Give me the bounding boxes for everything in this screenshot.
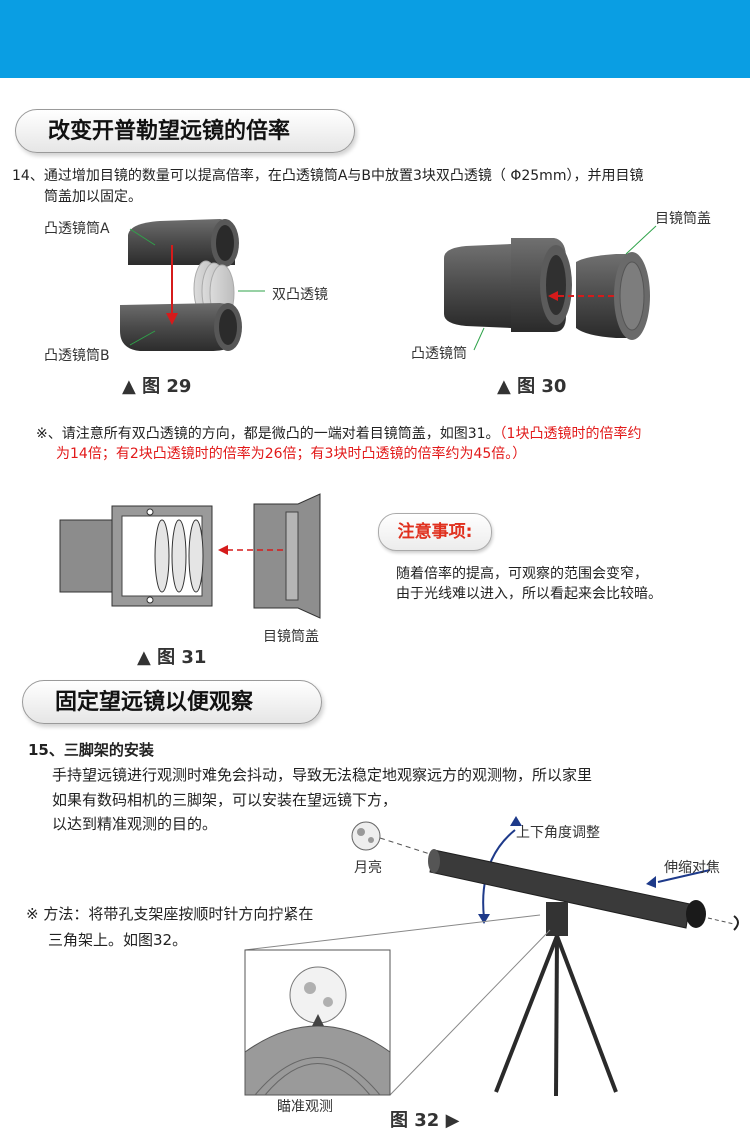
- note-line2: 为14倍；有2块凸透镜时的倍率为26倍；有3块时凸透镜的倍率约为45倍。）: [56, 446, 527, 462]
- label-tilt-adjust: 上下角度调整: [516, 825, 600, 841]
- step-14-line2: 筒盖加以固定。: [44, 189, 142, 205]
- step-15-para-line2: 如果有数码相机的三脚架，可以安装在望远镜下方，: [52, 791, 398, 809]
- note-line1: ※、请注意所有双凸透镜的方向，都是微凸的一端对着目镜筒盖，如图31。（1块凸透镜…: [36, 424, 641, 445]
- label-convex-tube: 凸透镜筒: [411, 346, 467, 362]
- step-15-title: 15、三脚架的安装: [28, 741, 154, 759]
- caption-fig-32: 图 32 ▶: [390, 1110, 460, 1131]
- figure-29-drawing: [120, 219, 265, 351]
- note-line1-red: （1块凸透镜时的倍率约: [499, 426, 642, 442]
- caution-line2: 由于光线难以进入，所以看起来会比较暗。: [396, 586, 662, 602]
- note-line1-black: ※、请注意所有双凸透镜的方向，都是微凸的一端对着目镜筒盖，如图31。: [36, 426, 500, 442]
- step-14-line1: 14、通过增加目镜的数量可以提高倍率，在凸透镜筒A与B中放置3块双凸透镜（ Φ2…: [12, 168, 644, 184]
- section-title-fix-telescope: 固定望远镜以便观察: [22, 680, 322, 724]
- label-tube-b: 凸透镜筒B: [44, 348, 110, 364]
- figure-31-drawing: [59, 493, 321, 619]
- header-bar: [0, 0, 750, 78]
- label-focus-adjust: 伸缩对焦: [664, 860, 720, 876]
- label-biconvex-lens: 双凸透镜: [272, 287, 328, 303]
- label-tube-a: 凸透镜筒A: [44, 221, 110, 237]
- figure-30-drawing: [444, 225, 657, 351]
- method-line1: ※ 方法：将带孔支架座按顺时针方向拧紧在: [26, 905, 314, 923]
- step-15-para-line1: 手持望远镜进行观测时难免会抖动，导致无法稳定地观察远方的观测物，所以家里: [52, 766, 593, 784]
- caption-fig-29: ▲ 图 29: [122, 376, 192, 397]
- section-title-magnification: 改变开普勒望远镜的倍率: [15, 109, 355, 153]
- label-eyepiece-cap-fig30: 目镜筒盖: [655, 211, 711, 227]
- caution-title: 注意事项:: [378, 513, 492, 551]
- label-aim-observe: 瞄准观测: [277, 1099, 333, 1115]
- method-line2: 三角架上。如图32。: [48, 931, 188, 949]
- caution-line1: 随着倍率的提高，可观察的范围会变窄，: [396, 566, 648, 582]
- label-eyepiece-cap-fig31: 目镜筒盖: [263, 629, 319, 645]
- caption-fig-30: ▲ 图 30: [497, 376, 567, 397]
- step-15-para-line3: 以达到精准观测的目的。: [52, 815, 218, 833]
- figure-32-drawing: [244, 816, 739, 1097]
- label-moon: 月亮: [354, 860, 382, 876]
- caption-fig-31: ▲ 图 31: [137, 647, 207, 668]
